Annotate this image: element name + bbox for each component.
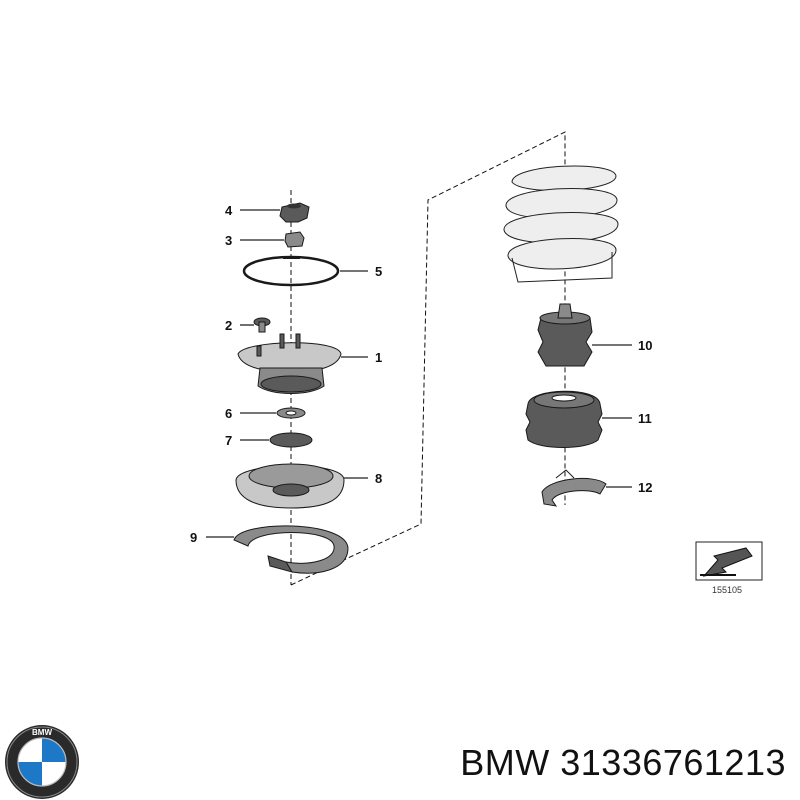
callout-2: 2 xyxy=(225,318,232,333)
part-9-spring-pad xyxy=(233,525,349,574)
exploded-parts-diagram: 4 3 5 2 1 6 7 8 9 10 11 12 155105 xyxy=(190,131,763,595)
direction-reference-box: 155105 xyxy=(695,541,763,595)
part-7-disc xyxy=(269,432,313,448)
callout-11: 11 xyxy=(638,411,652,426)
callout-6: 6 xyxy=(225,406,232,421)
part-8-spring-seat xyxy=(235,463,345,509)
bmw-logo-lettering: BMW xyxy=(32,728,52,737)
callout-10: 10 xyxy=(638,338,652,353)
part-2-bolt xyxy=(253,317,271,333)
callout-7: 7 xyxy=(225,433,232,448)
part-3-sleeve xyxy=(284,231,305,248)
callout-1: 1 xyxy=(375,350,382,365)
leader-lines xyxy=(206,209,632,538)
bmw-logo-icon: BMW xyxy=(5,725,79,799)
part-11-dust-boot xyxy=(525,390,603,448)
part-1-top-mount xyxy=(237,333,342,394)
callout-8: 8 xyxy=(375,471,382,486)
part-10-bump-stop xyxy=(537,303,593,367)
callout-9: 9 xyxy=(190,530,197,545)
coil-spring xyxy=(503,165,619,283)
direction-arrow-icon xyxy=(702,547,753,577)
callout-3: 3 xyxy=(225,233,232,248)
callout-5: 5 xyxy=(375,264,382,279)
part-4-nut xyxy=(279,202,310,223)
diagram-reference-number: 155105 xyxy=(712,585,742,595)
part-5-ring xyxy=(242,255,340,287)
callout-12: 12 xyxy=(638,480,652,495)
part-6-washer xyxy=(276,407,306,419)
part-12-lower-pad xyxy=(541,469,607,507)
callout-4: 4 xyxy=(225,203,233,218)
part-number-label: BMW 31336761213 xyxy=(460,742,786,783)
